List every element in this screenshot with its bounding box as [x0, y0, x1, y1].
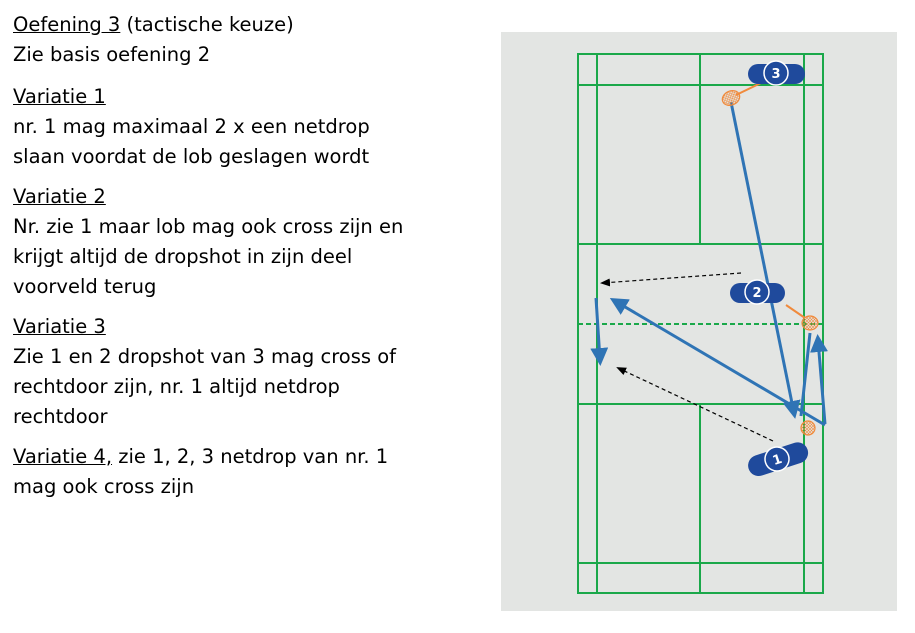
variation-3-line: Zie 1 en 2 dropshot van 3 mag cross of [13, 345, 397, 368]
racket-icon [721, 80, 766, 106]
player-2: 2 [730, 279, 785, 305]
variation-2-heading: Variatie 2 [13, 185, 106, 208]
svg-text:3: 3 [771, 67, 780, 82]
racket-icon [785, 304, 819, 331]
variation-1-heading: Variatie 1 [13, 85, 106, 108]
intro-text: Zie basis oefening 2 [13, 43, 211, 66]
variation-3-heading: Variatie 3 [13, 315, 106, 338]
svg-text:2: 2 [752, 286, 761, 301]
variation-2-line: voorveld terug [13, 275, 157, 298]
variation-1-line: slaan voordat de lob geslagen wordt [13, 145, 370, 168]
movement-arrows [600, 272, 774, 442]
variation-4-heading-line: Variatie 4, zie 1, 2, 3 netdrop van nr. … [13, 445, 389, 468]
exercise-title: Oefening 3 (tactische keuze) [13, 13, 294, 36]
variation-3-line: rechtdoor [13, 405, 108, 428]
player-3: 3 [748, 60, 805, 86]
shot-arrows [590, 101, 828, 427]
variation-4-line: mag ook cross zijn [13, 475, 195, 498]
racket-icon [800, 420, 816, 436]
variation-2-line: krijgt altijd de dropshot in zijn deel [13, 245, 353, 268]
svg-text:1: 1 [771, 452, 784, 469]
variation-1-line: nr. 1 mag maximaal 2 x een netdrop [13, 115, 370, 138]
variation-3-line: rechtdoor zijn, nr. 1 altijd netdrop [13, 375, 340, 398]
player-1: 1 [748, 442, 809, 477]
variation-2-line: Nr. zie 1 maar lob mag ook cross zijn en [13, 215, 404, 238]
